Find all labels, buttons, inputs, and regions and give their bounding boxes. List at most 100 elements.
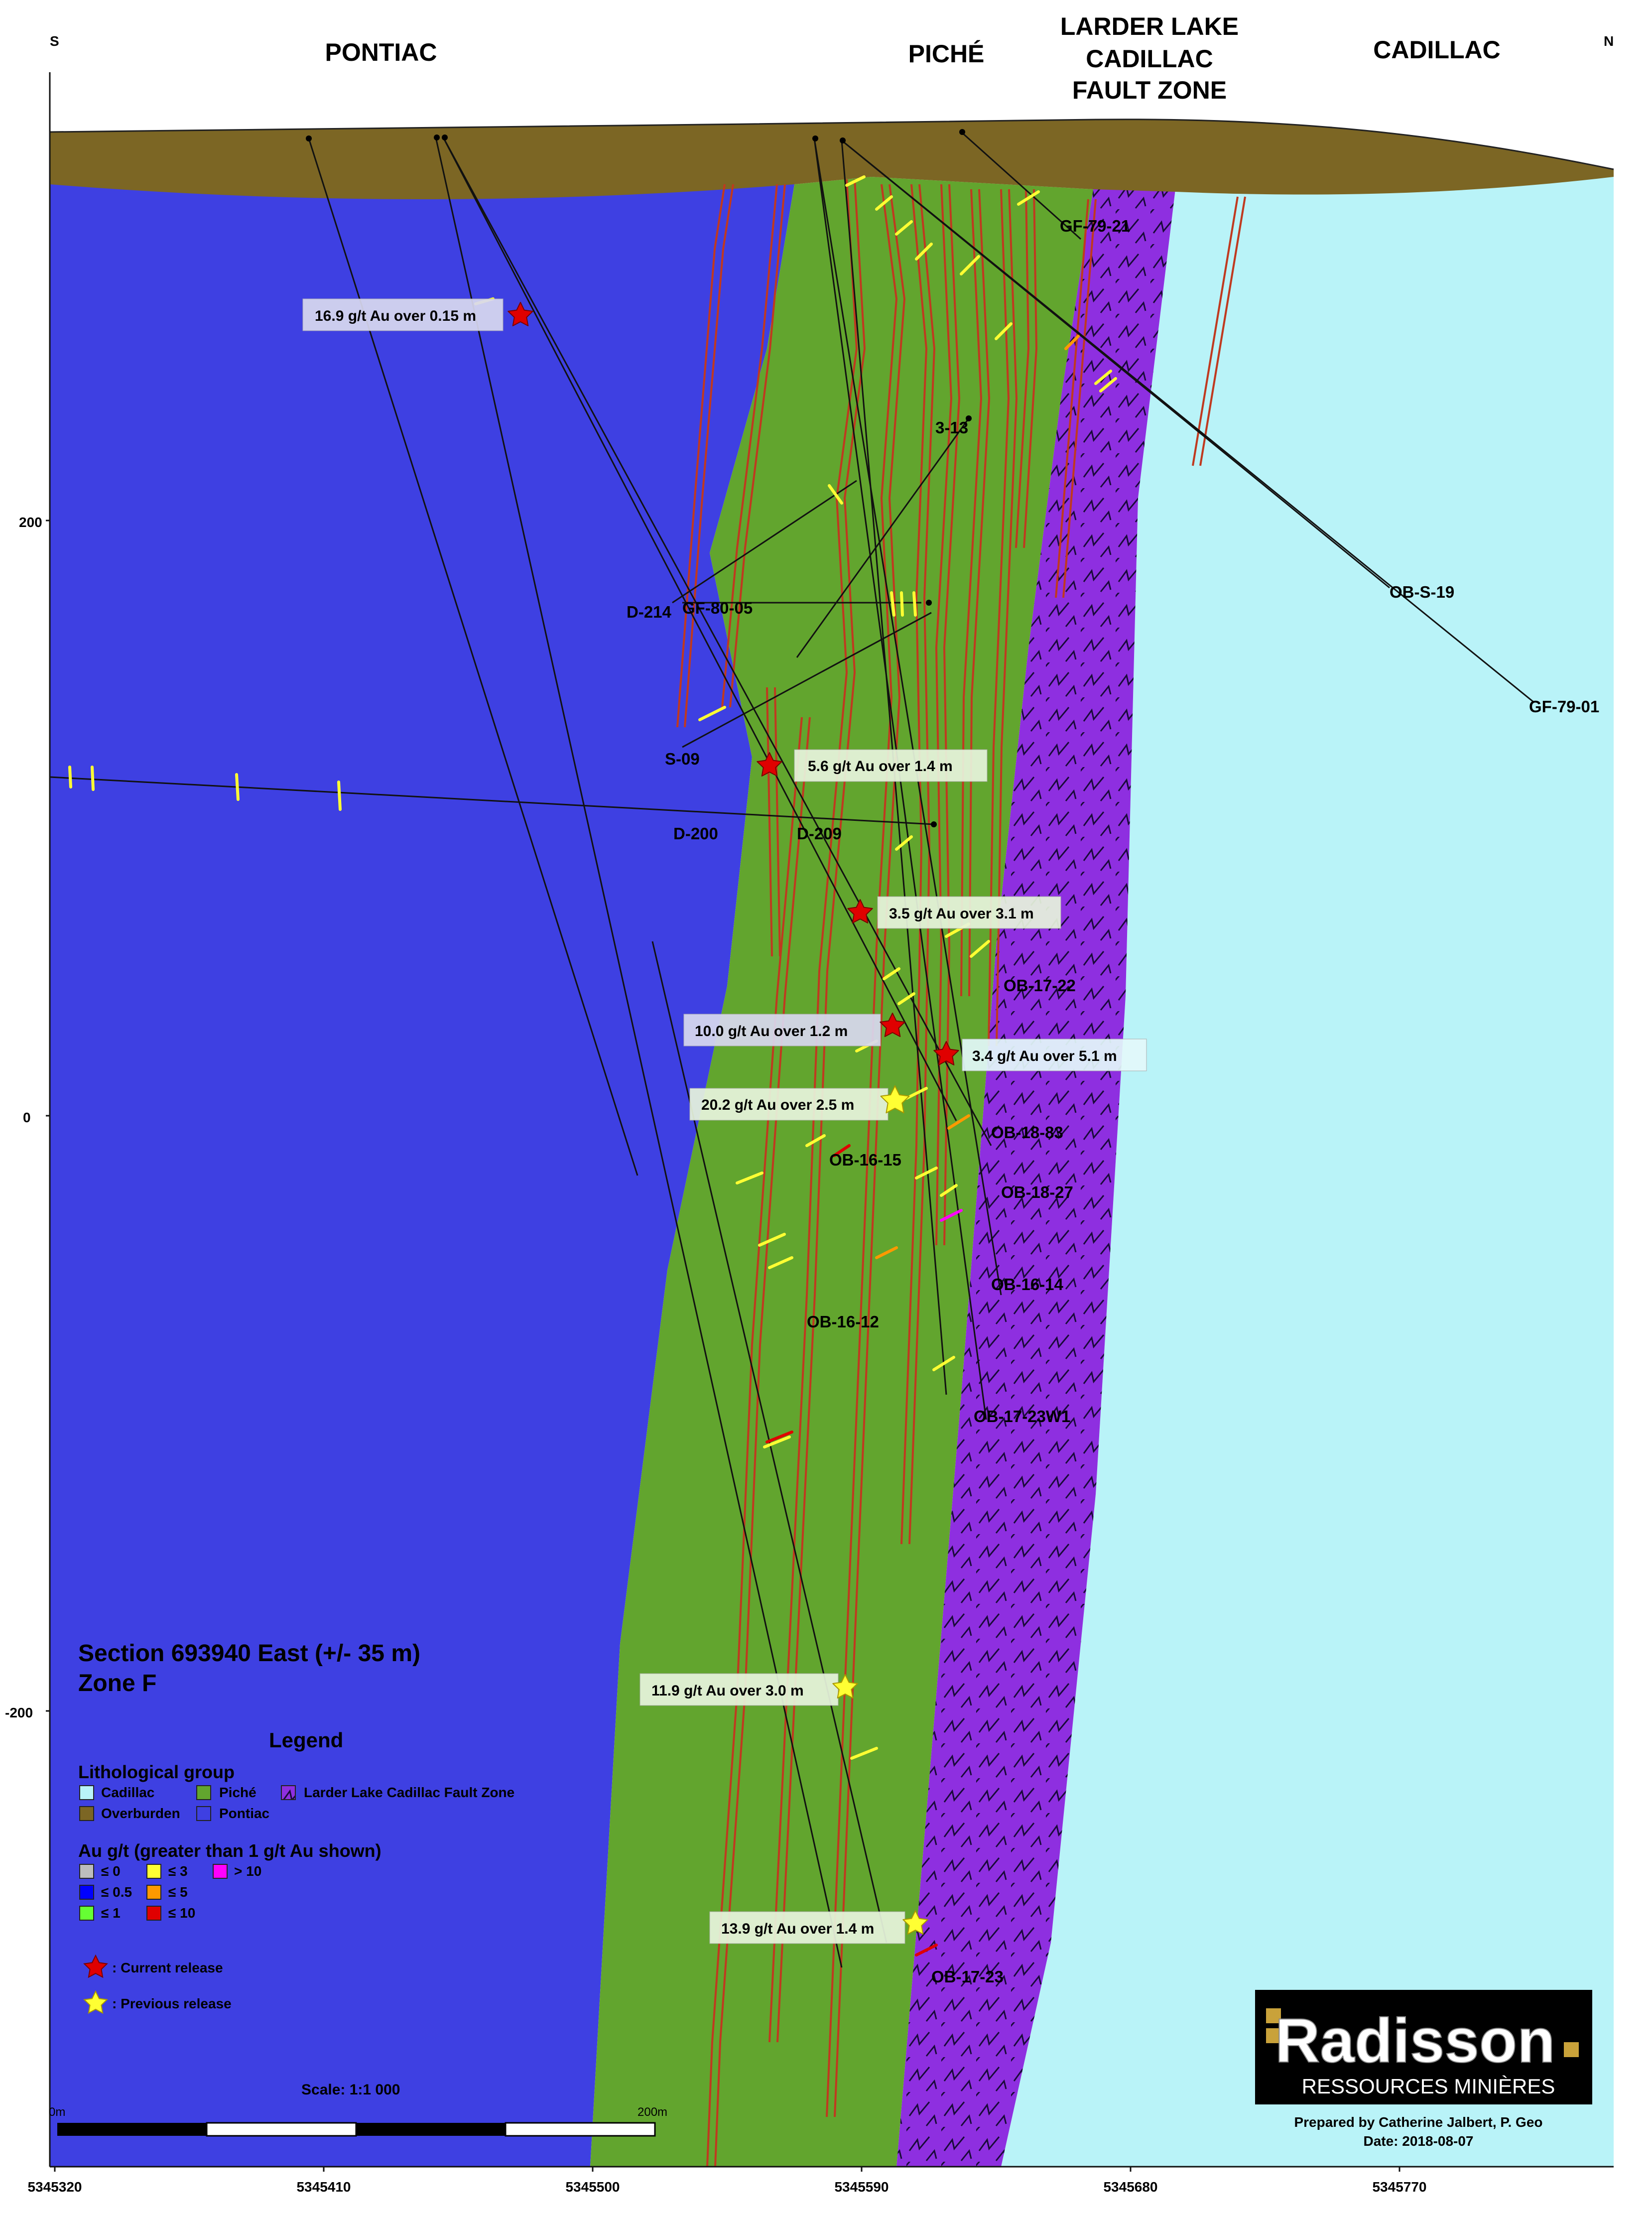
legend-current-release-star-icon — [83, 1954, 108, 1978]
legend-label-overburden: Overburden — [101, 1806, 180, 1821]
swatch-au-1 — [79, 1906, 94, 1921]
assay-callout-3-4: 3.4 g/t Au over 5.1 m — [962, 1039, 1147, 1071]
legend-title: Legend — [269, 1728, 343, 1752]
compass-north: N — [1604, 33, 1614, 49]
legend-previous-release: : Previous release — [112, 1996, 232, 2011]
hole-label-ob-18-83: OB-18-83 — [991, 1123, 1063, 1142]
x-tick-5345770: 5345770 — [1372, 2179, 1426, 2195]
region-title-fault-line3: FAULT ZONE — [1072, 76, 1227, 104]
legend-label-piche: Piché — [219, 1785, 256, 1800]
legend-label-au-3: ≤ 3 — [168, 1863, 188, 1879]
axes-frame — [46, 72, 1614, 2172]
pontiac-unit — [50, 184, 794, 2167]
legend-current-release: : Current release — [112, 1960, 223, 1975]
region-title-fault-line1: LARDER LAKE — [1060, 12, 1239, 40]
swatch-cadillac — [79, 1785, 94, 1800]
region-title-cadillac: CADILLAC — [1373, 36, 1501, 64]
hole-label-gf-79-21: GF-79-21 — [1060, 217, 1130, 235]
hole-label-gf-80-05: GF-80-05 — [682, 599, 753, 617]
section-title: Section 693940 East (+/- 35 m) — [78, 1640, 420, 1667]
x-tick-5345680: 5345680 — [1103, 2179, 1157, 2195]
x-tick-5345590: 5345590 — [834, 2179, 889, 2195]
assay-text: 13.9 g/t Au over 1.4 m — [721, 1921, 874, 1937]
legend-previous-release-star-icon — [83, 1990, 108, 2014]
legend-label-au-gt10: > 10 — [234, 1863, 261, 1879]
swatch-au-0-5 — [79, 1885, 94, 1900]
hole-label-ob-17-23w1: OB-17-23W1 — [974, 1407, 1070, 1426]
x-tick-5345500: 5345500 — [565, 2179, 620, 2195]
piche-unit — [590, 177, 1093, 2167]
region-title-fault-line2: CADILLAC — [1086, 45, 1213, 73]
current-release-star-icon — [933, 1041, 959, 1065]
legend-au-heading: Au g/t (greater than 1 g/t Au shown) — [78, 1840, 381, 1861]
swatch-pontiac — [196, 1806, 211, 1821]
previous-release-star-icon — [902, 1910, 928, 1935]
swatch-au-gt10 — [213, 1864, 228, 1879]
hole-label-3-13: 3-13 — [935, 418, 968, 437]
legend: Legend Lithological group Cadillac Piché… — [78, 1728, 514, 2014]
credit-prepared: Prepared by Catherine Jalbert, P. Geo — [1294, 2114, 1542, 2130]
legend-litho-heading: Lithological group — [78, 1762, 235, 1782]
hole-label-ob-16-12: OB-16-12 — [807, 1312, 879, 1331]
assay-callout-20-2: 20.2 g/t Au over 2.5 m — [689, 1088, 889, 1121]
legend-label-au-10: ≤ 10 — [168, 1905, 195, 1921]
current-release-star-icon — [757, 752, 782, 777]
overburden-unit — [50, 119, 1614, 199]
assay-callout-13-9: 13.9 g/t Au over 1.4 m — [709, 1911, 905, 1944]
y-tick-neg200: -200 — [5, 1705, 33, 1720]
previous-release-star-icon — [832, 1674, 858, 1698]
hole-label-ob-17-23: OB-17-23 — [931, 1967, 1004, 1986]
legend-label-au-0: ≤ 0 — [101, 1863, 121, 1879]
current-release-star-icon — [508, 302, 533, 326]
swatch-fault-zone — [281, 1785, 296, 1800]
current-release-star-icon — [880, 1013, 905, 1037]
hole-label-ob-18-27: OB-18-27 — [1001, 1183, 1073, 1201]
legend-label-au-5: ≤ 5 — [168, 1884, 188, 1900]
swatch-piche — [196, 1785, 211, 1800]
swatch-au-10 — [146, 1906, 161, 1921]
scale-end: 200m — [637, 2105, 667, 2119]
section-zone: Zone F — [78, 1670, 156, 1696]
y-tick-200: 200 — [19, 515, 42, 530]
assay-text: 20.2 g/t Au over 2.5 m — [701, 1097, 854, 1113]
assay-callout-3-5: 3.5 g/t Au over 3.1 m — [877, 896, 1061, 929]
assay-callout-11-9: 11.9 g/t Au over 3.0 m — [639, 1673, 839, 1706]
y-tick-0: 0 — [23, 1110, 31, 1125]
logo-brand: Radisson — [1275, 2006, 1555, 2076]
swatch-overburden — [79, 1806, 94, 1821]
x-tick-5345320: 5345320 — [27, 2179, 82, 2195]
scale-label: Scale: 1:1 000 — [301, 2082, 400, 2098]
swatch-au-0 — [79, 1864, 94, 1879]
assay-text: 11.9 g/t Au over 3.0 m — [651, 1683, 804, 1699]
legend-label-au-1: ≤ 1 — [101, 1905, 121, 1921]
compass-south: S — [50, 33, 59, 49]
radisson-logo: Radisson RESSOURCES MINIÈRES — [1255, 1990, 1592, 2104]
hole-label-ob-16-15: OB-16-15 — [829, 1151, 901, 1169]
hole-label-d-209: D-209 — [797, 824, 842, 843]
logo-sub: RESSOURCES MINIÈRES — [1302, 2075, 1555, 2098]
x-tick-5345410: 5345410 — [296, 2179, 351, 2195]
swatch-au-5 — [146, 1885, 161, 1900]
hole-label-d-214: D-214 — [627, 603, 672, 621]
assay-text: 16.9 g/t Au over 0.15 m — [315, 308, 476, 324]
scale-start: 0m — [49, 2105, 65, 2119]
legend-label-au-0-5: ≤ 0.5 — [101, 1884, 132, 1900]
legend-label-pontiac: Pontiac — [219, 1806, 269, 1821]
credit-date: Date: 2018-08-07 — [1363, 2133, 1473, 2149]
assay-callout-16-9: 16.9 g/t Au over 0.15 m — [302, 298, 504, 331]
fault-zone-unit — [896, 189, 1175, 2167]
assay-text: 3.5 g/t Au over 3.1 m — [889, 906, 1034, 922]
cadillac-unit — [1001, 169, 1614, 2167]
swatch-au-3 — [146, 1864, 161, 1879]
previous-release-star-icon — [880, 1085, 910, 1114]
assay-text: 5.6 g/t Au over 1.4 m — [808, 758, 953, 775]
region-title-piche: PICHÉ — [908, 40, 985, 68]
assay-text: 3.4 g/t Au over 5.1 m — [972, 1048, 1117, 1064]
assay-callout-10-0: 10.0 g/t Au over 1.2 m — [683, 1014, 881, 1046]
hole-label-s-09: S-09 — [665, 750, 700, 768]
scale-bar: Scale: 1:1 000 0m 200m — [49, 2082, 667, 2137]
hole-label-ob-17-22: OB-17-22 — [1004, 976, 1076, 995]
assay-callout-5-6: 5.6 g/t Au over 1.4 m — [794, 749, 988, 782]
hole-label-ob-s-19: OB-S-19 — [1390, 583, 1454, 601]
